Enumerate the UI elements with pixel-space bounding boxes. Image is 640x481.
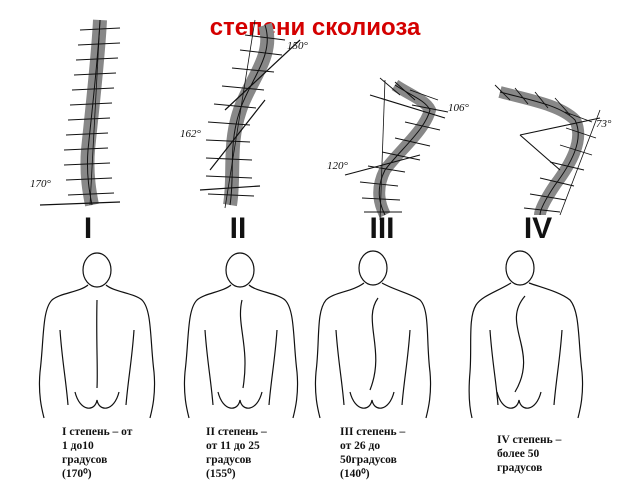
caption-line: 50градусов (340, 454, 397, 466)
angle-label-4: 73° (596, 118, 612, 130)
degree-roman-1: I (83, 212, 93, 245)
caption-degree-4: IV степень – более 50 градусов (497, 433, 627, 475)
back-figure-2 (183, 252, 299, 419)
back-figure-3 (314, 250, 432, 419)
spine-degree-3 (344, 77, 449, 221)
back-figure-4 (468, 250, 584, 419)
spine-degree-2 (199, 19, 301, 209)
caption-line: IV степень – (497, 434, 562, 446)
caption-line: III степень – (340, 426, 406, 438)
caption-line: от 11 до 25 (206, 440, 260, 452)
diagram-title: степени сколиоза (209, 14, 421, 41)
caption-line: градусов (206, 454, 252, 466)
degree-roman-4: IV (523, 212, 553, 245)
caption-line: II степень – (206, 426, 267, 438)
spine-degree-4 (494, 84, 601, 216)
caption-line: от 26 до (340, 440, 381, 452)
degree-roman-3: III (369, 212, 395, 245)
caption-line: градусов (62, 454, 108, 466)
caption-line: (155⁰) (206, 468, 236, 480)
caption-line: (140⁰) (340, 468, 370, 480)
caption-line: градусов (497, 462, 543, 474)
caption-line: более 50 (497, 448, 540, 460)
caption-line: (170⁰) (62, 468, 92, 480)
angle-label-3: 120° (327, 160, 348, 172)
caption-line: 1 до10 (62, 440, 94, 452)
caption-degree-2: II степень – от 11 до 25 градусов (155⁰) (206, 425, 336, 481)
spine-degree-1 (39, 19, 121, 207)
angle-label-2: 162° (180, 128, 201, 140)
caption-degree-1: I степень – от 1 до10 градусов (170⁰) (62, 425, 192, 481)
angle-top-label-2: 150° (287, 40, 308, 52)
angle-label-1: 170° (30, 178, 51, 190)
degree-roman-2: II (229, 212, 247, 245)
angle-top-label-3: 106° (448, 102, 469, 114)
caption-line: I степень – от (62, 426, 133, 438)
back-figure-1 (38, 252, 156, 419)
caption-degree-3: III степень – от 26 до 50градусов (140⁰) (340, 425, 470, 481)
